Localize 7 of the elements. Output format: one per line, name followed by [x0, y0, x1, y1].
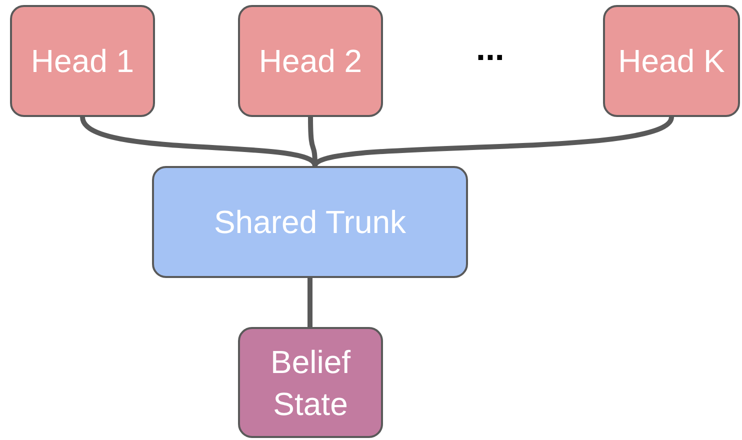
ellipsis-text: ...: [476, 30, 504, 69]
head-box: Head K: [603, 5, 740, 117]
connector-line: [308, 278, 312, 327]
head-box: Head 2: [238, 5, 383, 117]
trunk-box: Shared Trunk: [152, 166, 468, 278]
output-box: Belief State: [238, 327, 383, 438]
head-box: Head 1: [10, 5, 155, 117]
